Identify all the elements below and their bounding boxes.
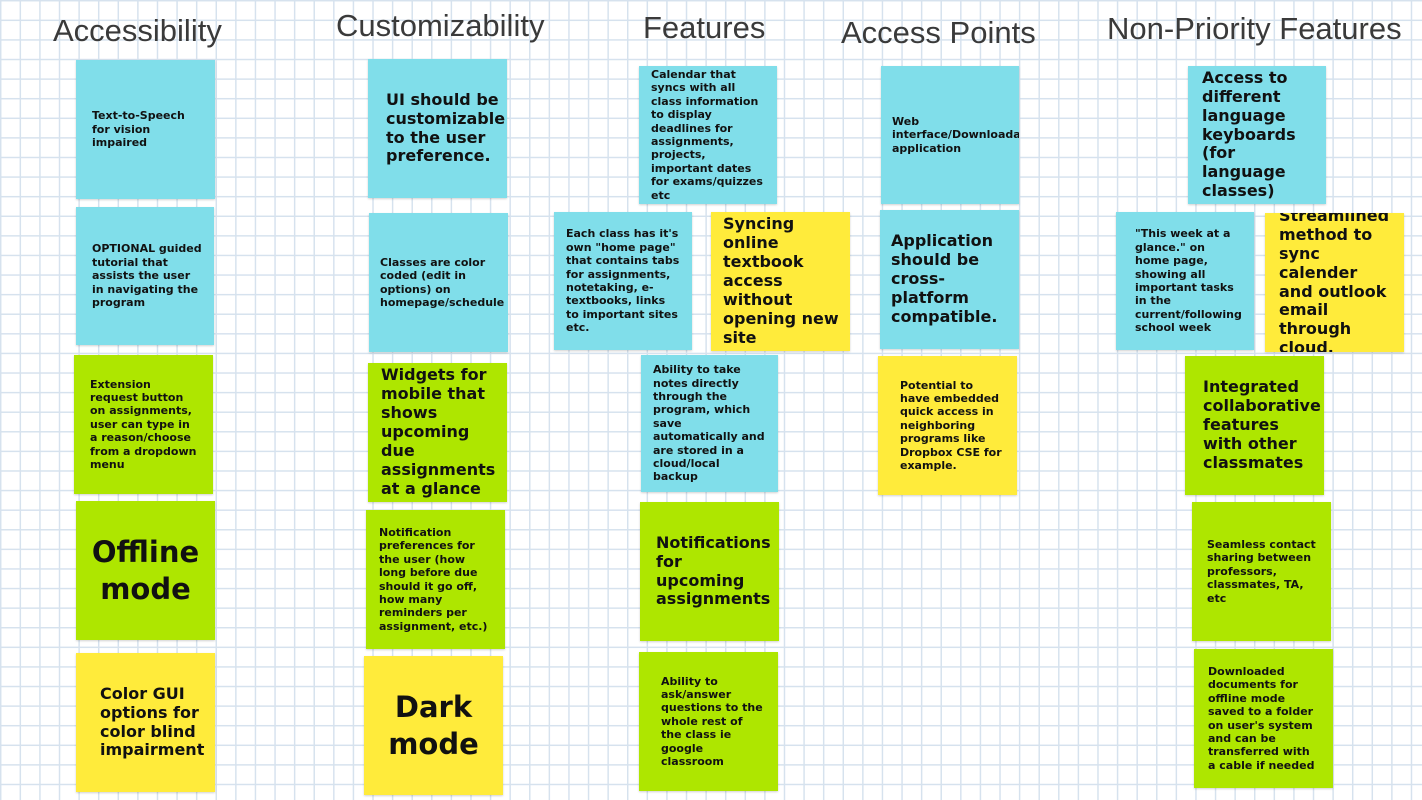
sticky-note-text: Streamlined method to sync calender and …: [1279, 213, 1390, 352]
sticky-note[interactable]: Widgets for mobile that shows upcoming d…: [368, 363, 507, 502]
sticky-note-text: Dark mode: [388, 690, 479, 761]
sticky-note-text: "This week at a glance." on home page, s…: [1135, 227, 1242, 335]
sticky-note-text: Classes are color coded (edit in options…: [380, 255, 505, 309]
column-heading-access-points: Access Points: [841, 15, 1036, 50]
sticky-note-text: Ability to take notes directly through t…: [653, 363, 765, 484]
sticky-note[interactable]: Notification preferences for the user (h…: [366, 510, 505, 649]
sticky-note-text: Calendar that syncs with all class infor…: [651, 67, 763, 202]
sticky-note[interactable]: Potential to have embedded quick access …: [878, 356, 1017, 495]
sticky-note-text: OPTIONAL guided tutorial that assists th…: [92, 242, 202, 310]
sticky-note-text: Text-to-Speech for vision impaired: [92, 109, 185, 150]
sticky-note[interactable]: Color GUI options for color blind impair…: [76, 653, 215, 792]
sticky-note[interactable]: Dark mode: [364, 656, 503, 795]
sticky-note-text: Widgets for mobile that shows upcoming d…: [381, 365, 496, 498]
sticky-note-text: Web interface/Downloadable application: [892, 114, 1019, 155]
sticky-note-text: Offline mode: [91, 535, 200, 606]
sticky-note[interactable]: OPTIONAL guided tutorial that assists th…: [76, 207, 214, 345]
sticky-note-text: Potential to have embedded quick access …: [900, 378, 1002, 473]
sticky-note[interactable]: Extension request button on assignments,…: [74, 355, 213, 494]
sticky-note[interactable]: Text-to-Speech for vision impaired: [76, 60, 215, 199]
sticky-note-text: Notifications for upcoming assignments: [656, 532, 771, 609]
sticky-note-text: Ability to ask/answer questions to the w…: [661, 674, 763, 769]
sticky-note[interactable]: Syncing online textbook access without o…: [711, 212, 850, 351]
sticky-note-text: UI should be customizable to the user pr…: [386, 89, 506, 166]
column-heading-customizability: Customizability: [336, 8, 545, 43]
column-heading-non-priority-features: Non-Priority Features: [1107, 11, 1402, 46]
sticky-note[interactable]: Ability to ask/answer questions to the w…: [639, 652, 778, 791]
sticky-note[interactable]: Offline mode: [76, 501, 215, 640]
sticky-note[interactable]: Classes are color coded (edit in options…: [369, 213, 508, 352]
sticky-note[interactable]: Web interface/Downloadable application: [881, 66, 1019, 204]
column-heading-accessibility: Accessibility: [53, 13, 222, 48]
sticky-note[interactable]: Calendar that syncs with all class infor…: [639, 66, 777, 204]
sticky-note[interactable]: Notifications for upcoming assignments: [640, 502, 779, 641]
sticky-note[interactable]: Access to different language keyboards (…: [1188, 66, 1326, 204]
sticky-note[interactable]: Each class has it's own "home page" that…: [554, 212, 692, 350]
sticky-note[interactable]: Downloaded documents for offline mode sa…: [1194, 649, 1333, 788]
sticky-note-text: Seamless contact sharing between profess…: [1207, 537, 1316, 605]
sticky-note-text: Each class has it's own "home page" that…: [566, 227, 680, 335]
sticky-note-text: Notification preferences for the user (h…: [379, 525, 488, 633]
sticky-note[interactable]: Seamless contact sharing between profess…: [1192, 502, 1331, 641]
column-heading-features: Features: [643, 10, 766, 45]
sticky-note-text: Application should be cross-platform com…: [891, 231, 998, 326]
sticky-note-text: Color GUI options for color blind impair…: [100, 683, 205, 760]
sticky-note[interactable]: "This week at a glance." on home page, s…: [1116, 212, 1254, 350]
sticky-note-text: Downloaded documents for offline mode sa…: [1208, 664, 1315, 772]
sticky-note[interactable]: Integrated collaborative features with o…: [1185, 356, 1324, 495]
sticky-note-text: Syncing online textbook access without o…: [723, 214, 839, 347]
sticky-note[interactable]: UI should be customizable to the user pr…: [368, 59, 507, 198]
sticky-note-text: Integrated collaborative features with o…: [1203, 377, 1321, 472]
sticky-note[interactable]: Application should be cross-platform com…: [880, 210, 1019, 349]
sticky-note-text: Access to different language keyboards (…: [1202, 67, 1296, 201]
sticky-note-text: Extension request button on assignments,…: [90, 377, 197, 472]
sticky-note[interactable]: Streamlined method to sync calender and …: [1265, 213, 1404, 352]
sticky-note[interactable]: Ability to take notes directly through t…: [641, 355, 778, 492]
